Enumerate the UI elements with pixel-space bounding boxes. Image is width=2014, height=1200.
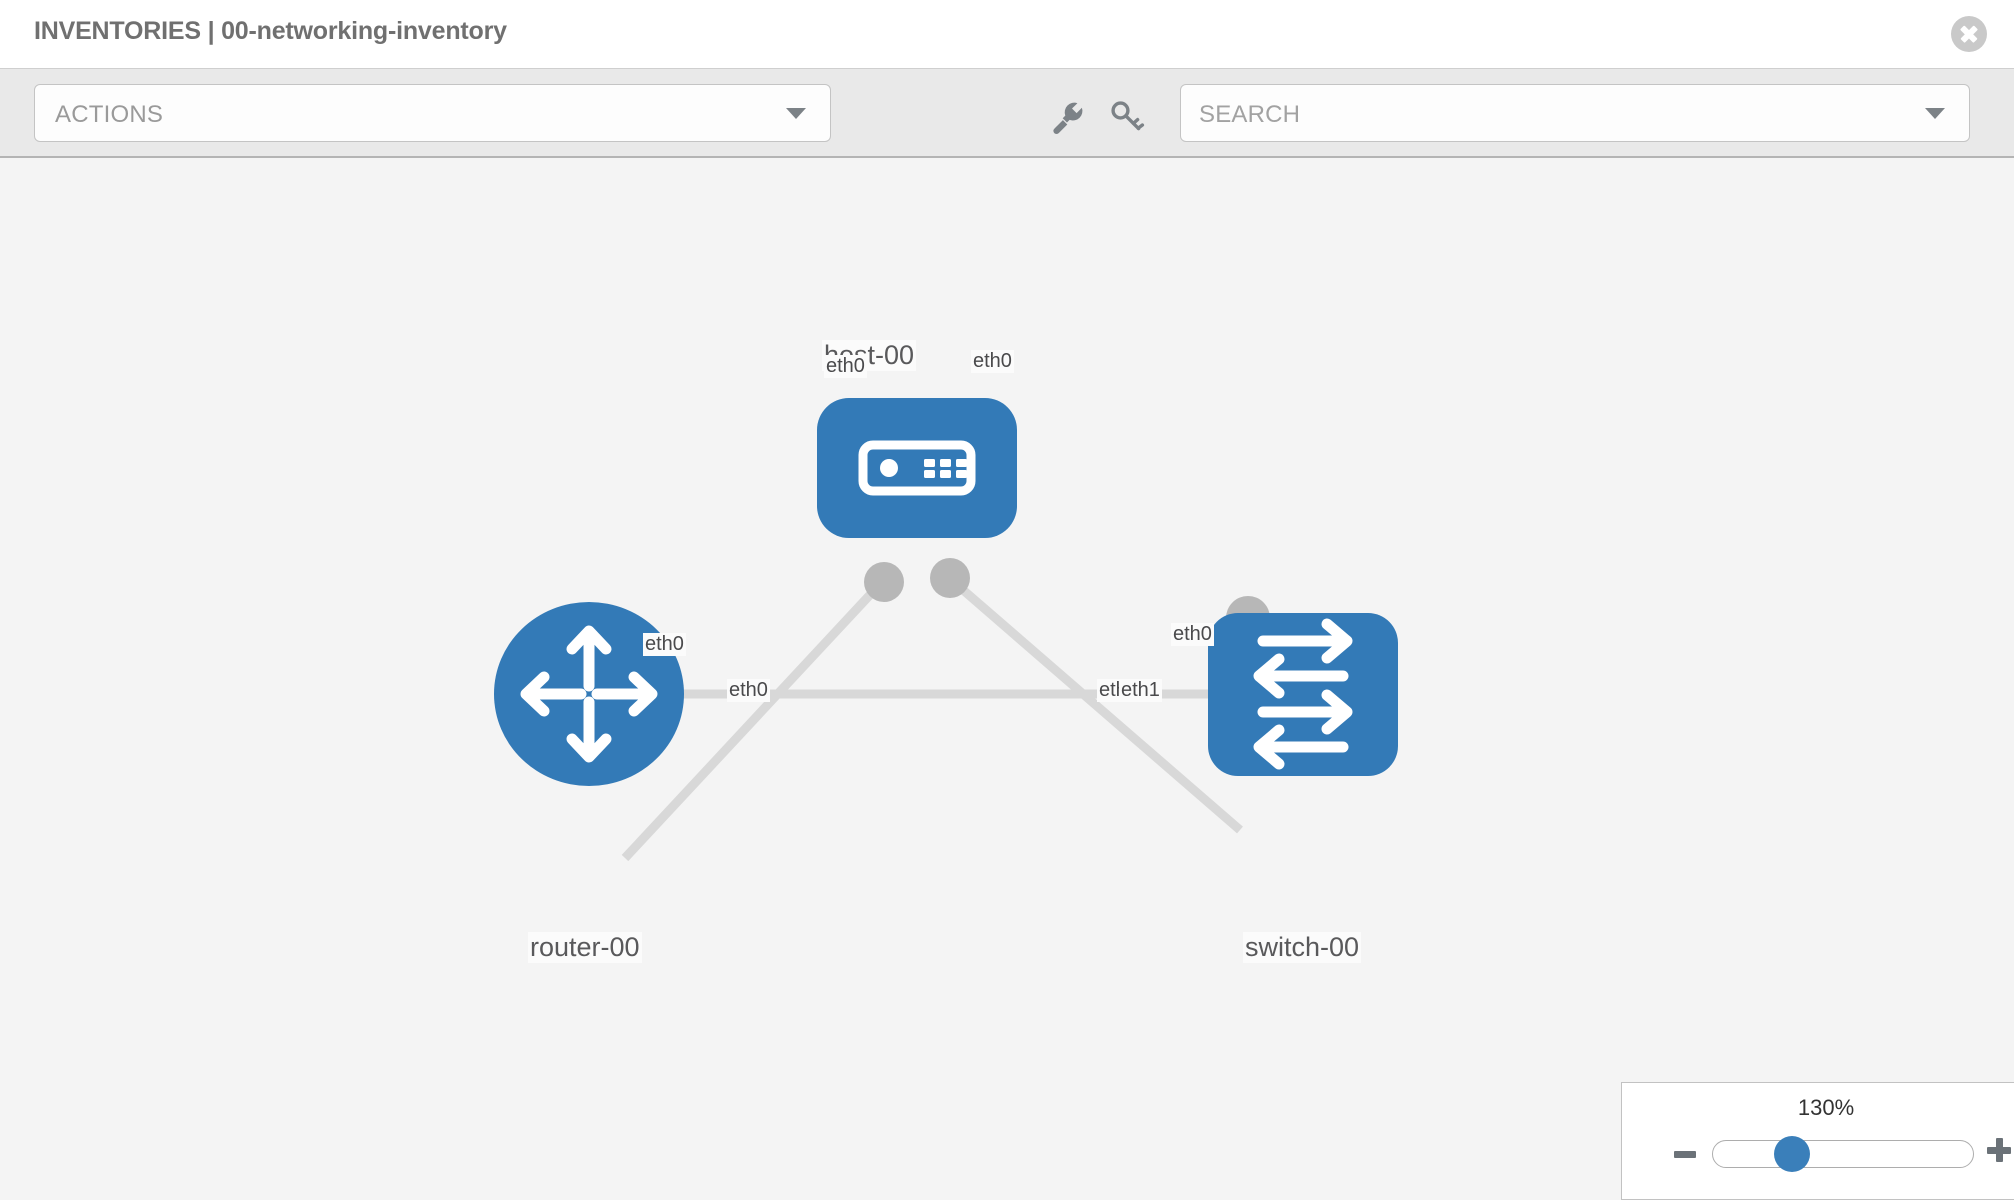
- router-arrows-icon: [520, 625, 658, 763]
- actions-dropdown[interactable]: ACTIONS: [34, 84, 831, 142]
- topology-graph: [494, 398, 1398, 862]
- page-title: INVENTORIES | 00-networking-inventory: [34, 17, 507, 45]
- chevron-down-icon: [786, 108, 806, 119]
- connector-host00-left: [864, 562, 904, 602]
- zoom-slider-thumb[interactable]: [1774, 1136, 1810, 1172]
- link-host00-switch00: [952, 579, 1243, 834]
- key-icon[interactable]: [1105, 97, 1147, 139]
- interface-label: eth1: [1119, 679, 1162, 702]
- interface-label: eth0: [727, 679, 770, 702]
- search-input[interactable]: SEARCH: [1180, 84, 1970, 142]
- node-switch-00: [1208, 613, 1398, 776]
- toolbar: ACTIONS SEARCH: [0, 68, 2014, 158]
- connector-host00-right: [930, 558, 970, 598]
- node-label-switch-00: switch-00: [1243, 932, 1362, 963]
- node-router-00: [494, 602, 684, 786]
- node-label-router-00: router-00: [528, 932, 642, 963]
- server-icon: [858, 440, 976, 496]
- page-header: INVENTORIES | 00-networking-inventory: [0, 0, 2014, 68]
- chevron-down-icon[interactable]: [1925, 108, 1945, 119]
- zoom-level-value: 130%: [1797, 1095, 1855, 1120]
- interface-label: eth0: [971, 350, 1014, 373]
- node-host-00: [817, 398, 1017, 538]
- zoom-in-button[interactable]: [1987, 1138, 2011, 1162]
- interface-label: eth0: [1171, 623, 1214, 646]
- interface-label: eth0: [824, 355, 867, 378]
- search-input-value: SEARCH: [1199, 101, 1301, 128]
- link-layer: [621, 579, 1243, 862]
- zoom-out-button[interactable]: [1674, 1151, 1696, 1158]
- switch-arrows-icon: [1253, 618, 1353, 770]
- interface-label: eth0: [643, 633, 686, 656]
- topology-canvas[interactable]: host-00 router-00 switch-00 eth0 eth0 et…: [0, 158, 2014, 1200]
- zoom-slider-track[interactable]: [1712, 1140, 1974, 1168]
- link-host00-router00: [621, 579, 885, 862]
- zoom-control-panel: 130%: [1621, 1082, 2014, 1200]
- actions-dropdown-label: ACTIONS: [55, 101, 164, 128]
- close-icon[interactable]: [1951, 16, 1987, 52]
- wrench-icon[interactable]: [1046, 97, 1088, 139]
